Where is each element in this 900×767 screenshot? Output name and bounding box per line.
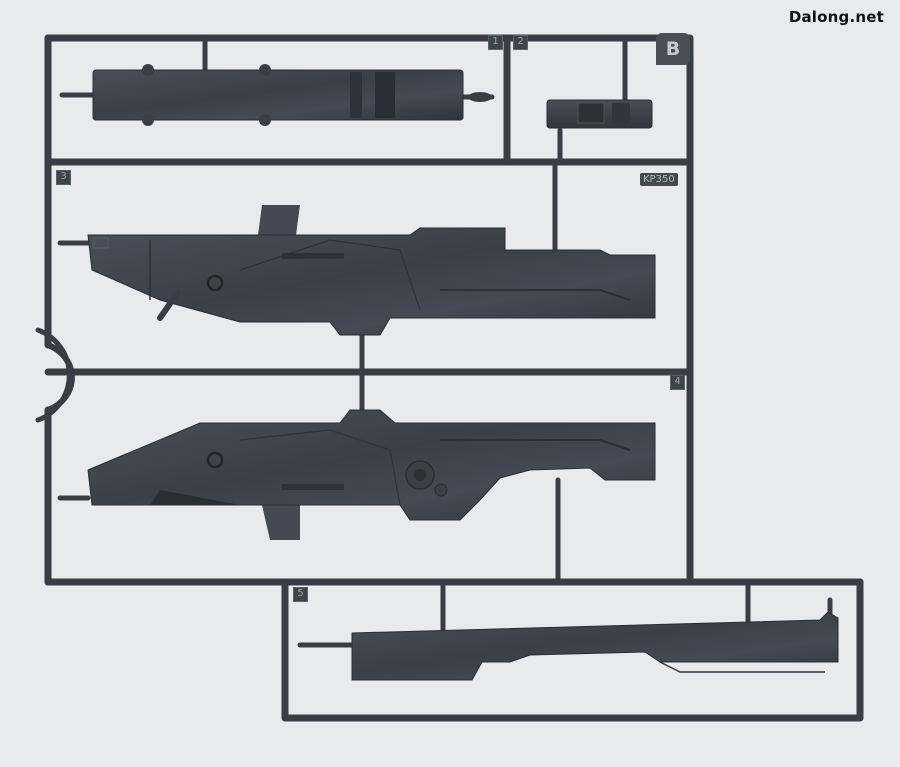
part-5-barrel (351, 611, 839, 681)
part-number-2-box: 2 (513, 35, 528, 50)
sprue-frame (35, 34, 864, 722)
runner-letter-badge: B (656, 33, 690, 65)
part-3-rifle-body (87, 205, 656, 336)
part-1-long-bar (92, 64, 492, 126)
part-number-3-box: 3 (56, 170, 71, 185)
part-number-5-box: 5 (293, 587, 308, 602)
runner-code-tag: KP350 (640, 173, 678, 186)
sprue-gates (57, 35, 833, 648)
part-number-4: 4 (674, 376, 681, 387)
part-number-4-box: 4 (670, 375, 685, 390)
part-4-rifle-body (87, 409, 656, 540)
part-number-3: 3 (60, 171, 67, 182)
part-2-small-block (546, 99, 653, 129)
part-number-1: 1 (492, 36, 499, 47)
part-number-2: 2 (517, 36, 524, 47)
part-number-5: 5 (297, 588, 304, 599)
part-number-1-box: 1 (488, 35, 503, 50)
watermark-text: Dalong.net (788, 8, 884, 26)
